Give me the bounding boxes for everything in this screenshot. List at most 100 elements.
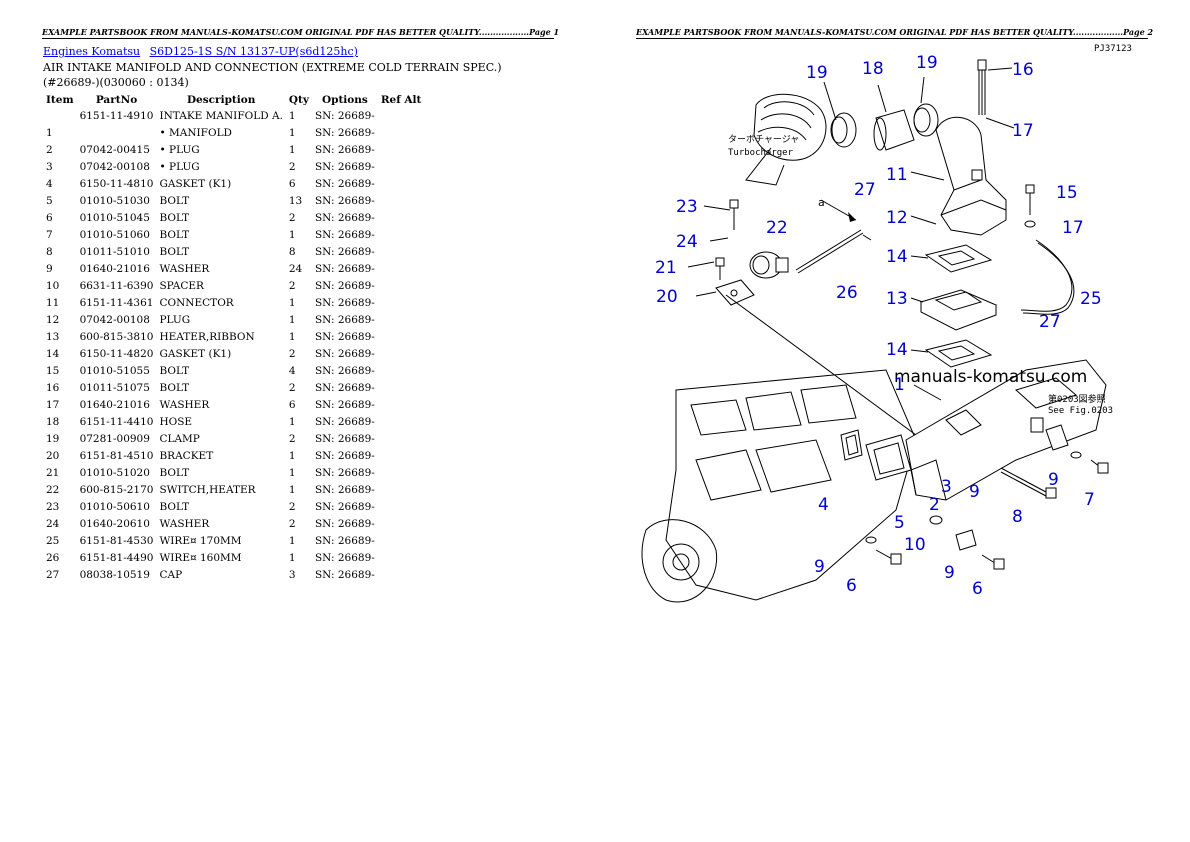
partno-cell: 600-815-3810 [79, 330, 154, 343]
item-cell: 15 [46, 364, 60, 377]
hose-and-clamps [830, 103, 939, 151]
description-cell: WASHER [159, 517, 210, 530]
partno-cell: 01011-51075 [79, 381, 150, 394]
callout-number: 8 [1012, 507, 1023, 527]
ref-alt-cell [378, 498, 425, 515]
see-figure-label-en: See Fig.0203 [1048, 406, 1113, 416]
ref-alt-cell [378, 107, 425, 124]
qty-cell: 6 [288, 398, 296, 411]
description-cell: • PLUG [159, 160, 200, 173]
item-cell: 23 [46, 500, 60, 513]
breadcrumb-link-engines[interactable]: Engines Komatsu [43, 45, 141, 58]
partno-cell: 01640-21016 [79, 398, 150, 411]
qty-cell: 1 [288, 228, 296, 241]
options-cell: SN: 26689- [314, 279, 375, 292]
item-cell: 14 [46, 347, 60, 360]
ref-alt-cell [378, 379, 425, 396]
qty-cell: 2 [288, 347, 296, 360]
callout-number: 20 [656, 287, 678, 307]
callout-number: 13 [886, 289, 908, 309]
description-cell: BOLT [159, 364, 190, 377]
qty-cell: 1 [288, 551, 296, 564]
callout-number: 18 [862, 59, 884, 79]
ref-alt-cell [378, 328, 425, 345]
wires-25-26: a [795, 196, 1075, 315]
description-cell: BRACKET [159, 449, 214, 462]
column-header-partno: PartNo [95, 93, 138, 106]
qty-cell: 2 [288, 279, 296, 292]
description-cell: BOLT [159, 194, 190, 207]
callout-number: 19 [806, 63, 828, 83]
ref-alt-cell [378, 294, 425, 311]
partno-cell: 07281-00909 [79, 432, 150, 445]
bolts-lower [865, 451, 1109, 570]
description-cell: SWITCH,HEATER [159, 483, 256, 496]
description-cell: • MANIFOLD [159, 126, 232, 139]
column-header-options: Options [321, 93, 368, 106]
section-title: AIR INTAKE MANIFOLD AND CONNECTION (EXTR… [43, 61, 502, 89]
callout-number: 14 [886, 247, 908, 267]
callout-number: 9 [1048, 470, 1059, 490]
qty-cell: 1 [288, 415, 296, 428]
callout-number: 23 [676, 197, 698, 217]
qty-cell: 24 [288, 262, 303, 275]
breadcrumb: Engines Komatsu S6D125-1S S/N 13137-UP(s… [43, 45, 364, 58]
qty-cell: 2 [288, 211, 296, 224]
options-cell: SN: 26689- [314, 211, 375, 224]
options-cell: SN: 26689- [314, 228, 375, 241]
breadcrumb-link-model[interactable]: S6D125-1S S/N 13137-UP(s6d125hc) [149, 45, 358, 58]
callout-number: 6 [972, 579, 983, 599]
options-cell: SN: 26689- [314, 500, 375, 513]
ref-alt-cell [378, 243, 425, 260]
partno-cell: 6151-11-4910 [79, 109, 154, 122]
item-cell: 22 [46, 483, 60, 496]
page-header-right: EXAMPLE PARTSBOOK FROM MANUALS-KOMATSU.C… [636, 27, 1154, 39]
callout-number: 24 [676, 232, 698, 252]
item-cell: 4 [46, 177, 53, 190]
gasket-14-lower [924, 339, 993, 368]
callout-number: 17 [1012, 121, 1034, 141]
column-header-description: Description [186, 93, 256, 106]
partno-cell: 01011-51010 [79, 245, 150, 258]
turbocharger-label-jp: ターボチャージャ [728, 134, 799, 145]
callout-number: 17 [1062, 218, 1084, 238]
item-cell: 16 [46, 381, 60, 394]
column-header-item: Item [46, 93, 74, 106]
callout-number: 22 [766, 218, 788, 238]
partno-cell: 6151-81-4510 [79, 449, 154, 462]
options-cell: SN: 26689- [314, 364, 375, 377]
parts-table: Item PartNo Description Qty Options Ref … [43, 92, 424, 583]
partno-cell: 6151-81-4530 [79, 534, 154, 547]
callout-number: 10 [904, 535, 926, 555]
ref-alt-cell [378, 311, 425, 328]
ref-alt-cell [378, 515, 425, 532]
bolt-15 [1024, 184, 1036, 228]
description-cell: INTAKE MANIFOLD A. [159, 109, 283, 122]
ref-alt-cell [378, 226, 425, 243]
qty-cell: 1 [288, 449, 296, 462]
options-cell: SN: 26689- [314, 296, 375, 309]
item-cell: 7 [46, 228, 53, 241]
item-cell: 5 [46, 194, 53, 207]
item-cell: 3 [46, 160, 53, 173]
options-cell: SN: 26689- [314, 330, 375, 343]
item-cell: 6 [46, 211, 53, 224]
partno-cell: 01010-51060 [79, 228, 150, 241]
item-cell: 10 [46, 279, 60, 292]
parts-table-header: Item PartNo Description Qty Options Ref … [43, 92, 424, 107]
partno-cell: 01010-50610 [79, 500, 150, 513]
qty-cell: 1 [288, 126, 296, 139]
